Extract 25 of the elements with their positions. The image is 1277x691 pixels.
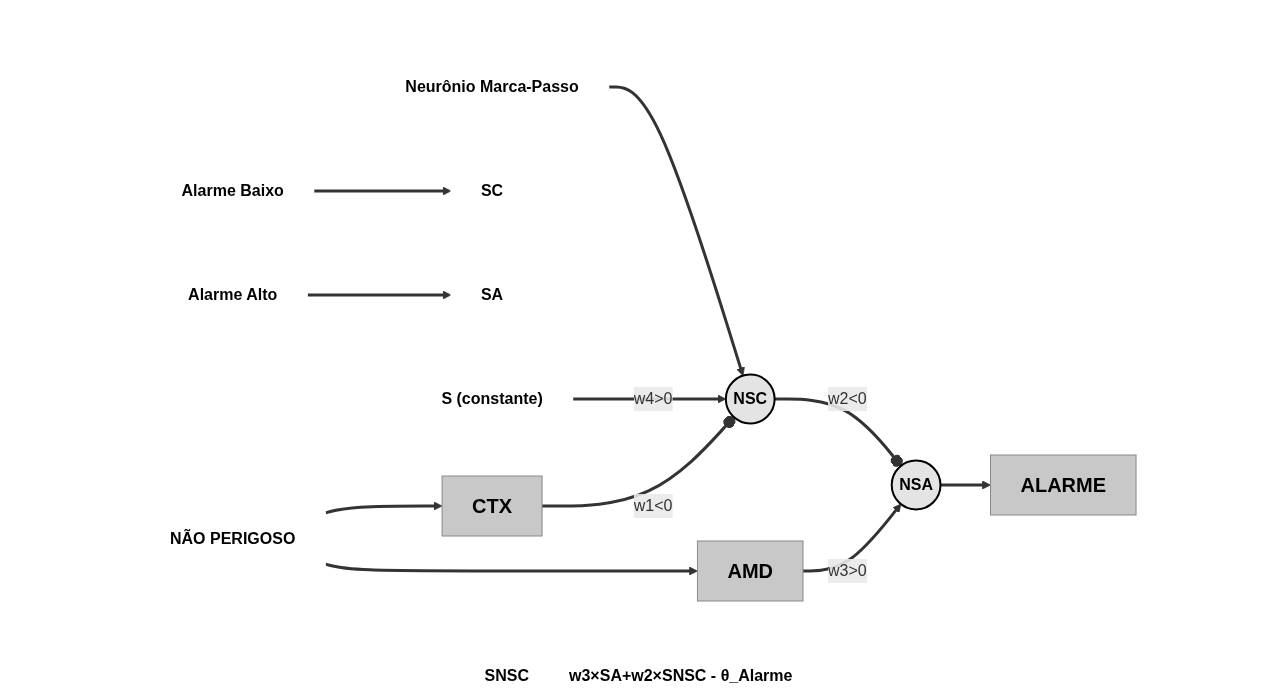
node-text: Neurônio Marca-Passo	[405, 78, 580, 95]
arrow	[940, 480, 992, 490]
arrow	[314, 186, 452, 196]
node-text: SA	[481, 286, 504, 303]
arrow	[307, 290, 452, 300]
node-box: CTX	[442, 475, 544, 537]
node-text: Alarme Alto	[188, 286, 278, 303]
arrow	[609, 85, 746, 377]
edge-label: w4>0	[634, 390, 673, 407]
connector	[542, 415, 736, 508]
edge-label: w2<0	[828, 390, 868, 407]
node-circle: NSA	[891, 459, 942, 511]
annotation-text: w3×SA+w2×SNSC - θ_Alarme	[569, 667, 793, 685]
node-text: NÃO PERIGOSO	[170, 529, 296, 547]
node-text: SC	[481, 182, 504, 199]
edge-label: w3>0	[828, 562, 868, 579]
node-text: Alarme Baixo	[182, 182, 285, 199]
node-box: AMD	[697, 540, 804, 602]
node-text: S (constante)	[441, 390, 544, 407]
edge-label: w1<0	[634, 497, 673, 514]
node-box: ALARME	[990, 454, 1137, 516]
arrow	[325, 501, 443, 515]
node-circle: NSC	[725, 373, 777, 425]
connector	[775, 397, 904, 467]
annotation-text: SNSC	[484, 667, 529, 685]
